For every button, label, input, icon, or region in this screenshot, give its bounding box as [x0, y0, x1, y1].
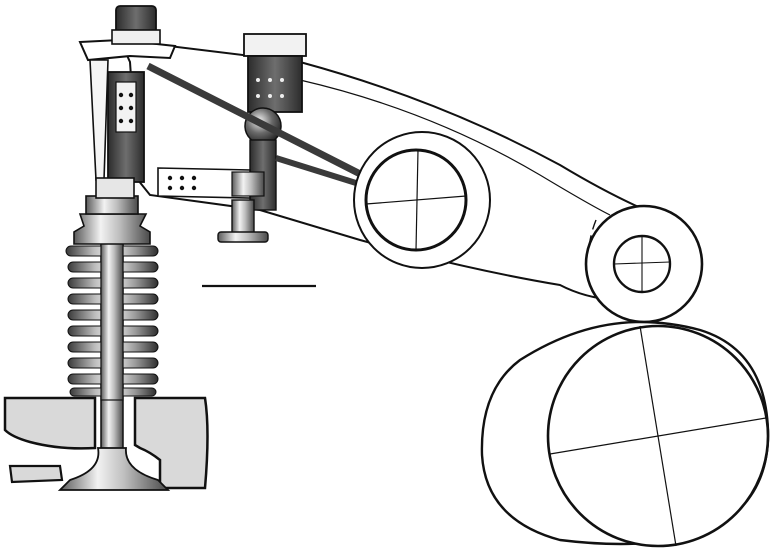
spring-retainer — [73, 195, 151, 245]
cylinder-head-section — [3, 396, 209, 490]
rocker-shaft — [353, 131, 491, 269]
oil-gallery — [146, 62, 374, 199]
valve-spring — [65, 239, 159, 401]
lash-adjuster — [78, 5, 177, 199]
camshaft-lobe — [480, 320, 770, 548]
cam-roller — [584, 204, 704, 324]
